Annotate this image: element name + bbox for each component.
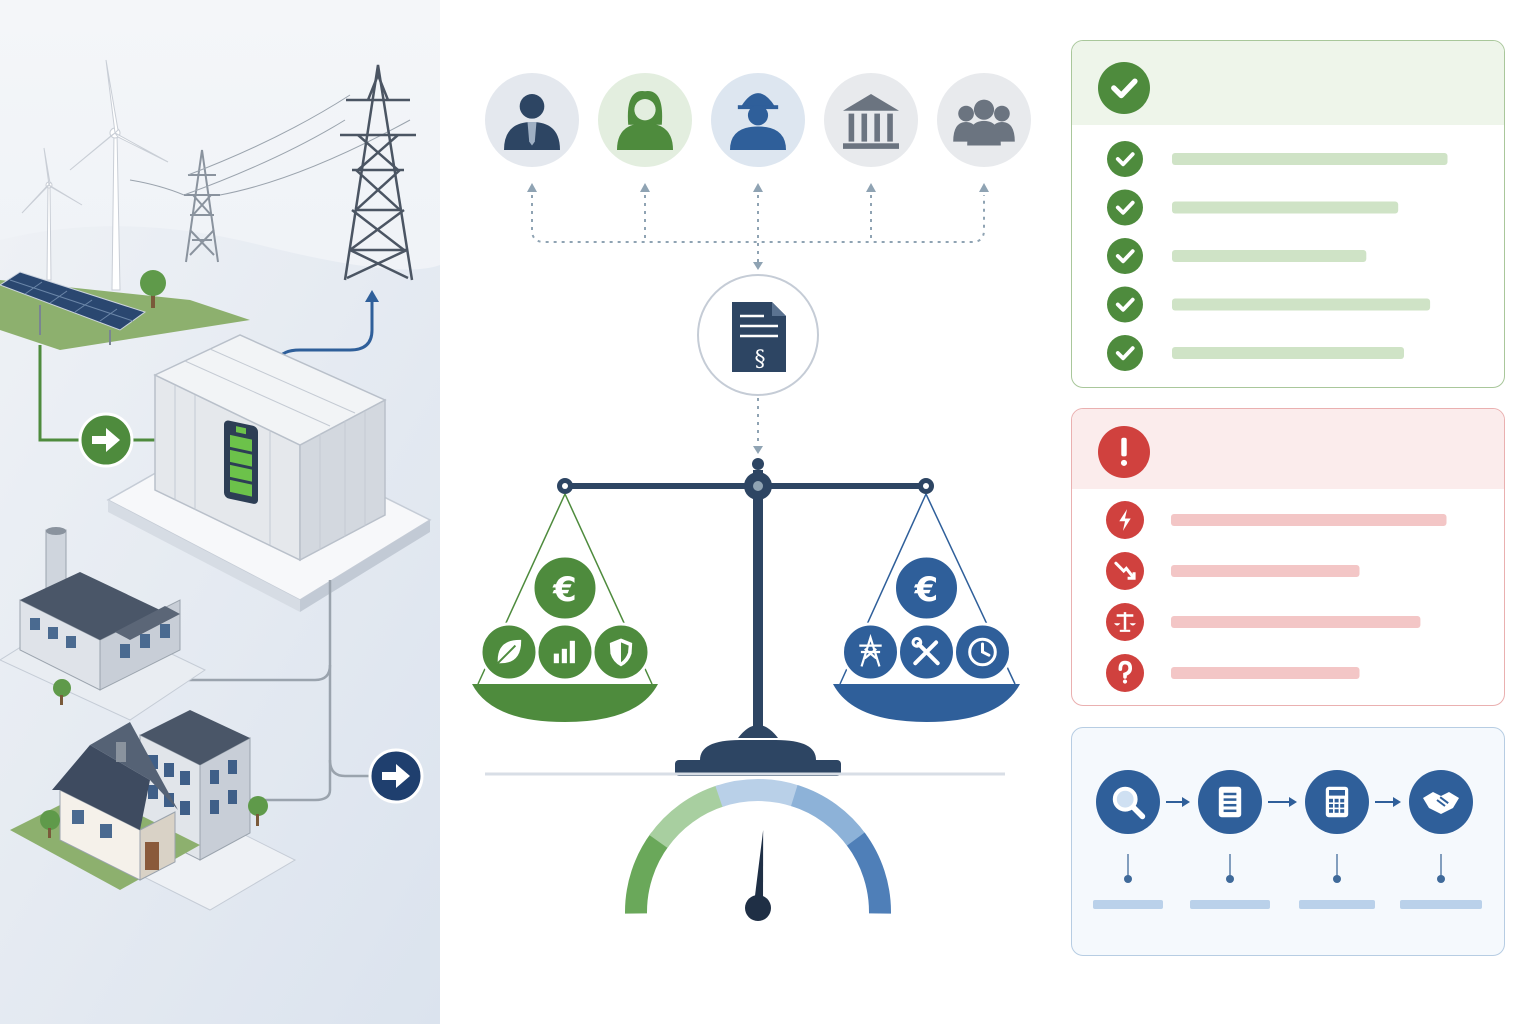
process-step-bar — [1190, 900, 1270, 909]
risks-card — [1071, 408, 1505, 706]
leaf-icon — [479, 622, 539, 682]
gauge-segment — [649, 785, 726, 849]
process-step-bar — [1299, 900, 1375, 909]
benefits-card — [1071, 40, 1505, 388]
gauge-needle — [753, 830, 764, 913]
process-step — [1400, 770, 1482, 909]
engineer-helmet-icon — [711, 73, 805, 167]
gauge-hub — [745, 895, 771, 921]
process-step — [1299, 770, 1375, 909]
house-icon — [10, 722, 200, 890]
risk-bar — [1171, 667, 1360, 679]
scale-pan — [833, 684, 1020, 722]
arrow-right-icon — [78, 412, 134, 468]
risk-bar — [1171, 565, 1360, 577]
energy-scene — [0, 0, 440, 1024]
transmission-tower-icon — [340, 64, 416, 281]
process-card — [1071, 727, 1505, 956]
businessman-icon — [485, 73, 579, 167]
benefit-bar — [1172, 298, 1431, 311]
process-step — [1093, 770, 1163, 909]
bar-chart-icon — [535, 622, 595, 682]
benefit-bar — [1172, 347, 1404, 359]
process-step-bar — [1093, 900, 1163, 909]
balance-scale-icon — [1106, 603, 1144, 641]
search-icon — [1096, 770, 1160, 834]
benefit-item — [1107, 238, 1367, 274]
euro-icon: € — [893, 554, 960, 622]
declining-chart-icon — [1106, 552, 1144, 590]
gauge-segment — [846, 832, 891, 914]
check-icon — [1107, 141, 1143, 177]
risk-item — [1106, 603, 1421, 641]
scale-pan — [472, 684, 658, 722]
benefit-bar — [1172, 201, 1399, 214]
gauge-segment — [790, 785, 867, 849]
calculator-icon — [1305, 770, 1369, 834]
shield-icon — [591, 622, 651, 682]
exclamation-icon — [1098, 426, 1150, 478]
tools-icon — [897, 622, 956, 682]
risk-bar — [1171, 616, 1421, 628]
gauge-segment — [715, 779, 801, 807]
risk-item — [1106, 552, 1360, 590]
stakeholder-connectors — [531, 195, 985, 450]
benefit-bar — [1172, 250, 1367, 262]
paragraph-symbol: § — [755, 347, 766, 372]
euro-icon: € — [531, 554, 599, 622]
benefit-bar — [1172, 153, 1448, 165]
question-icon — [1106, 654, 1144, 692]
check-icon — [1107, 286, 1143, 323]
gauge-segment — [625, 832, 670, 914]
government-building-icon — [824, 73, 918, 167]
check-icon — [1107, 335, 1143, 371]
risk-item — [1106, 654, 1360, 692]
clock-icon — [953, 622, 1012, 682]
transmission-tower-icon — [184, 149, 220, 263]
balance-scale — [477, 458, 1016, 776]
euro-symbol: € — [552, 570, 577, 610]
benefit-item — [1107, 286, 1431, 323]
battery-container-icon — [153, 334, 387, 562]
risk-bar — [1171, 514, 1447, 526]
woman-icon — [598, 73, 692, 167]
check-icon — [1107, 189, 1143, 226]
risk-item — [1106, 501, 1447, 539]
stakeholder-balance-diagram: § € € — [472, 73, 1031, 921]
tree-icon — [140, 270, 166, 308]
check-circle-icon — [1098, 62, 1150, 114]
wind-turbine-icon — [69, 59, 169, 291]
benefit-item — [1107, 335, 1404, 371]
group-icon — [937, 73, 1031, 167]
process-step — [1190, 770, 1270, 909]
process-step-bar — [1400, 900, 1482, 909]
wind-turbine-icon — [21, 147, 83, 281]
lightning-icon — [1106, 501, 1144, 539]
transmission-tower-icon — [841, 622, 900, 682]
gauge — [625, 779, 891, 921]
legal-document-icon: § — [697, 274, 819, 396]
solar-panel-icon — [0, 271, 250, 350]
benefit-item — [1107, 141, 1448, 177]
arrow-right-icon — [368, 748, 424, 804]
document-icon — [1198, 770, 1262, 834]
handshake-icon — [1409, 770, 1473, 834]
factory-icon — [0, 527, 207, 721]
euro-symbol: € — [914, 570, 939, 610]
check-icon — [1107, 238, 1143, 274]
benefit-item — [1107, 189, 1399, 226]
